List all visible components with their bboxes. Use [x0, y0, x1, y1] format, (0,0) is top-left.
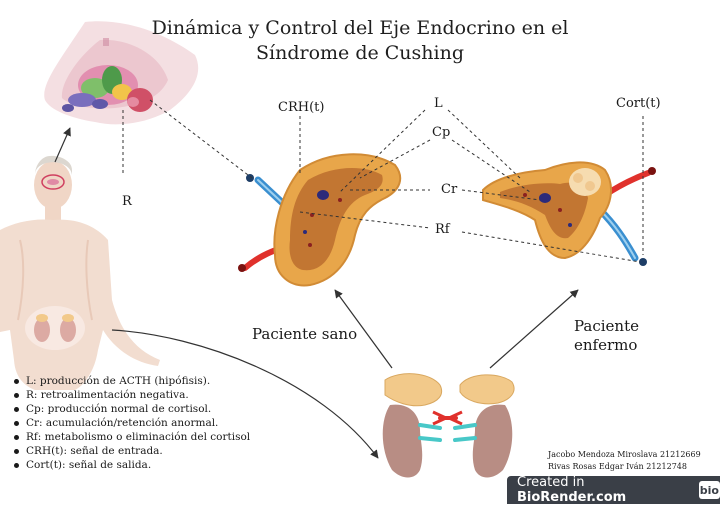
label-rf: Rf — [435, 222, 450, 237]
badge-text: Created in BioRender.com — [507, 475, 693, 505]
label-crh: CRH(t) — [278, 100, 325, 115]
badge-prefix: Created in — [517, 475, 585, 490]
label-cr: Cr — [441, 182, 458, 197]
legend-item: Cr: acumulación/retención anormal. — [12, 416, 252, 430]
kidneys-illustration — [382, 373, 515, 478]
badge-brand: BioRender.com — [517, 490, 627, 505]
author-line: Rivas Rosas Edgar Iván 21212748 — [548, 462, 687, 471]
label-l: L — [434, 96, 443, 111]
sick-adrenal — [482, 161, 656, 266]
legend-item: Rf: metabolismo o eliminación del cortis… — [12, 430, 252, 444]
legend-item: L: producción de ACTH (hipófisis). — [12, 374, 252, 388]
diagram-title: Dinámica y Control del Eje Endocrino en … — [151, 17, 569, 64]
connector-lines — [149, 99, 644, 263]
authors-block: Jacobo Mendoza Miroslava 21212669 Rivas … — [548, 449, 708, 473]
legend-item: Cp: producción normal de cortisol. — [12, 402, 252, 416]
legend-item: CRH(t): señal de entrada. — [12, 444, 252, 458]
label-sick-patient: Paciente enfermo — [574, 317, 640, 354]
biorender-logo-icon: bio — [698, 481, 720, 499]
biorender-badge[interactable]: Created in BioRender.com bio — [507, 475, 720, 505]
legend-list: L: producción de ACTH (hipófisis). R: re… — [12, 374, 252, 472]
author-line: Jacobo Mendoza Miroslava 21212669 — [548, 450, 701, 459]
label-r: R — [122, 194, 132, 209]
healthy-adrenal — [238, 153, 402, 287]
label-cort: Cort(t) — [616, 96, 661, 111]
label-healthy-patient: Paciente sano — [252, 325, 358, 343]
label-cp: Cp — [432, 125, 451, 140]
patient-figure — [0, 155, 160, 390]
pituitary-illustration — [44, 21, 199, 125]
legend-item: Cort(t): señal de salida. — [12, 458, 252, 472]
legend-item: R: retroalimentación negativa. — [12, 388, 252, 402]
